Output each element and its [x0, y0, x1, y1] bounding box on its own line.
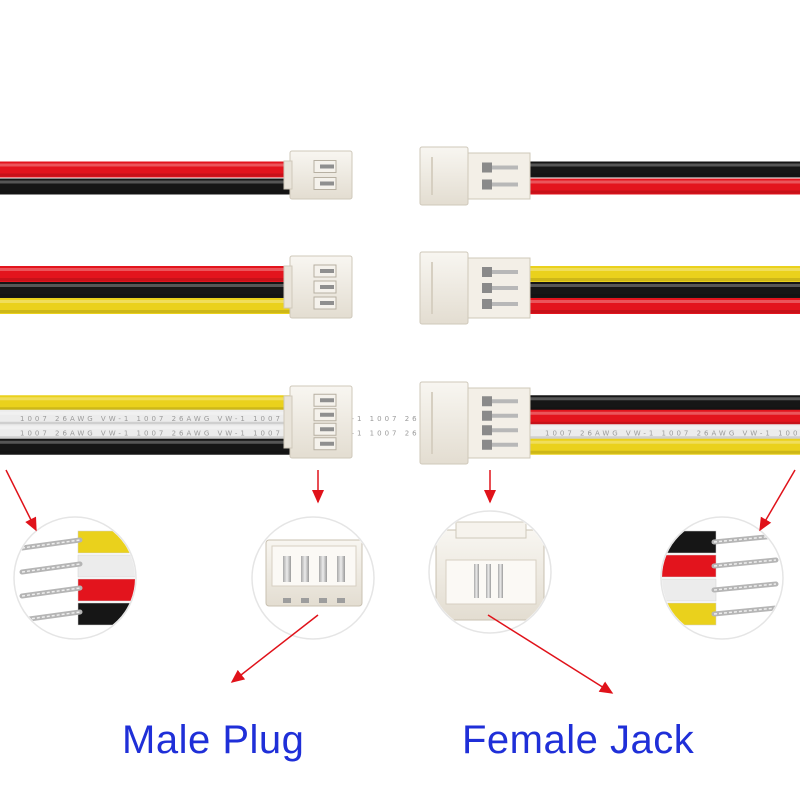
female-wire: 1007 26AWG VW-1 1007 26AWG VW-1 1007 26A…	[525, 424, 800, 441]
cable-assemblies: 1007 26AWG VW-1 1007 26AWG VW-1 1007 26A…	[0, 146, 800, 465]
male-wire	[0, 161, 292, 178]
male-wire	[0, 282, 292, 298]
female-wire	[525, 282, 800, 298]
female-wire	[525, 395, 800, 412]
male-wire	[0, 178, 292, 195]
male-plug-caption: Male Plug	[122, 718, 305, 762]
callout-arrows	[5, 469, 796, 694]
male-wire	[0, 266, 292, 282]
stripped-wires-detail-left	[13, 516, 137, 640]
arrow-to-left-detail	[5, 469, 37, 532]
female-wire	[525, 266, 800, 282]
male-plug-detail	[251, 516, 375, 640]
male-connector-4pin	[283, 385, 353, 459]
male-wire: 1007 26AWG VW-1 1007 26AWG VW-1 1007 26A…	[0, 409, 481, 426]
svg-text:1007 26AWG VW-1 1007 26AW: 1007 26AWG VW-1 1007 26AWG VW-1 1007 26A…	[20, 415, 481, 423]
male-connector-3pin	[283, 255, 353, 319]
female-jack-detail	[428, 510, 552, 634]
stripped-wires-detail-right	[660, 516, 784, 640]
svg-text:1007 26AWG VW-1 1007 26AW: 1007 26AWG VW-1 1007 26AWG VW-1 1007 26A…	[20, 429, 481, 437]
detail-circles	[13, 510, 784, 640]
male-wire: 1007 26AWG VW-1 1007 26AWG VW-1 1007 26A…	[0, 424, 481, 441]
female-wire	[525, 298, 800, 314]
male-connector-2pin	[283, 150, 353, 200]
female-wire	[525, 178, 800, 195]
male-wire	[0, 438, 292, 455]
arrow-female-caption	[487, 614, 614, 694]
male-wire	[0, 298, 292, 314]
female-wire	[525, 409, 800, 426]
arrow-male-caption	[230, 614, 319, 683]
arrow-to-right-detail	[759, 469, 796, 532]
female-connector-4pin	[419, 381, 531, 465]
male-wire	[0, 395, 292, 412]
female-connector-2pin	[419, 146, 531, 206]
female-connector-3pin	[419, 251, 531, 325]
svg-text:1007 26AWG VW-1 1007 26AW: 1007 26AWG VW-1 1007 26AWG VW-1 1007 26A…	[545, 429, 800, 437]
female-wire	[525, 161, 800, 178]
female-jack-caption: Female Jack	[462, 718, 695, 762]
female-wire	[525, 438, 800, 455]
